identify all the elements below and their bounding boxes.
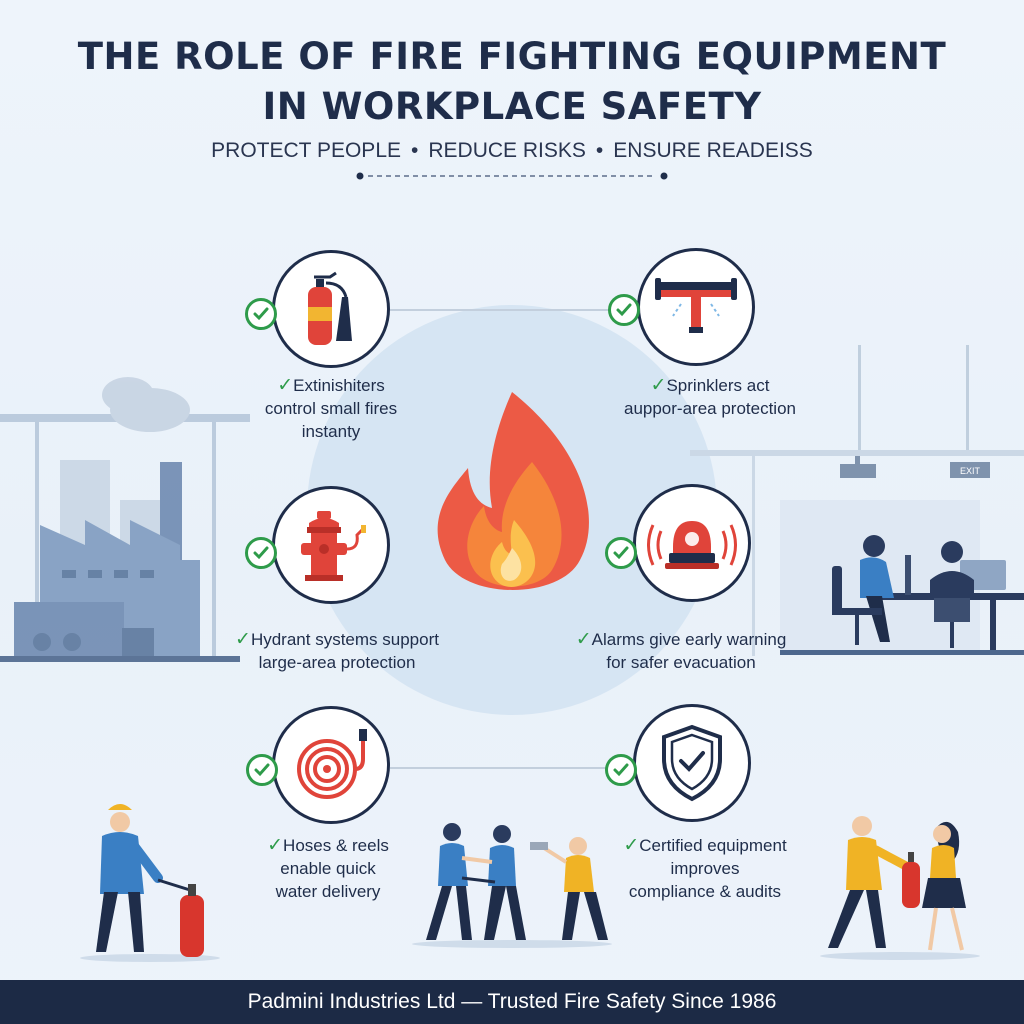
feature-line: water delivery xyxy=(275,882,381,901)
feature-alarm-circle xyxy=(633,484,751,602)
page-title: THE ROLE OF FIRE FIGHTING EQUIPMENT IN W… xyxy=(0,32,1024,132)
shield-check-icon xyxy=(662,724,722,802)
tick-icon: ✓ xyxy=(623,835,640,856)
feature-line: for safer evacuation xyxy=(606,653,756,672)
worker-with-extinguisher xyxy=(80,804,220,962)
feature-line: instanty xyxy=(301,422,361,441)
tagline-separator: • xyxy=(595,139,604,162)
tick-icon: ✓ xyxy=(650,375,667,396)
office-illustration: EXIT xyxy=(690,345,1024,656)
check-icon xyxy=(605,754,637,786)
tagline-protect: PROTECT PEOPLE xyxy=(211,139,402,162)
feature-line: large-area protection xyxy=(258,653,416,672)
feature-line: compliance & audits xyxy=(628,882,782,901)
feature-extinguisher-caption: ✓Extinishiters control small fires insta… xyxy=(236,374,426,443)
check-icon xyxy=(605,537,637,569)
tick-icon: ✓ xyxy=(267,835,284,856)
training-group-illustration xyxy=(412,823,612,948)
feature-line: auppor-area protection xyxy=(623,399,796,418)
fire-extinguisher-icon xyxy=(308,271,352,345)
tagline: PROTECT PEOPLE • REDUCE RISKS • ENSURE READE… xyxy=(0,139,1024,163)
tagline-reduce: REDUCE RISKS xyxy=(428,139,586,162)
dotted-divider xyxy=(356,172,668,180)
couple-with-extinguisher xyxy=(820,816,980,960)
feature-sprinkler-circle xyxy=(637,248,755,366)
check-icon xyxy=(245,298,277,330)
feature-hose-caption: ✓Hoses & reels enable quick water delive… xyxy=(238,834,418,903)
factory-illustration xyxy=(0,377,250,662)
tagline-separator: • xyxy=(411,139,419,162)
tick-icon: ✓ xyxy=(575,629,592,650)
title-line-1: THE ROLE OF FIRE FIGHTING EQUIPMENT xyxy=(77,35,947,78)
center-flame-icon xyxy=(437,392,589,590)
feature-certified-caption: ✓Certified equipment improves compliance… xyxy=(596,834,814,903)
feature-line: Hoses & reels xyxy=(283,836,389,855)
exit-sign-text: EXIT xyxy=(960,466,981,476)
sprinkler-icon xyxy=(655,278,737,333)
feature-line: Certified equipment xyxy=(639,836,787,855)
feature-hydrant-circle xyxy=(272,486,390,604)
tick-icon: ✓ xyxy=(235,629,251,650)
footer-text: Padmini Industries Ltd — Trusted Fire Sa… xyxy=(247,990,777,1013)
feature-alarm-caption: ✓Alarms give early warning for safer eva… xyxy=(548,628,814,674)
tagline-ensure: ENSURE READEISS xyxy=(613,139,813,162)
feature-line: improves xyxy=(670,859,740,878)
feature-line: Hydrant systems support xyxy=(250,630,439,649)
fire-hydrant-icon xyxy=(301,511,366,581)
feature-extinguisher-circle xyxy=(272,250,390,368)
feature-line: Alarms give early warning xyxy=(591,630,787,649)
check-icon xyxy=(245,537,277,569)
check-icon xyxy=(246,754,278,786)
feature-certified-circle xyxy=(633,704,751,822)
feature-hose-circle xyxy=(272,706,390,824)
footer-bar: Padmini Industries Ltd — Trusted Fire Sa… xyxy=(0,980,1024,1024)
alarm-icon xyxy=(647,521,737,569)
hose-reel-icon xyxy=(297,729,367,799)
feature-sprinkler-caption: ✓Sprinklers act auppor-area protection xyxy=(600,374,820,420)
feature-hydrant-caption: ✓Hydrant systems support large-area prot… xyxy=(212,628,462,674)
feature-line: Extinishiters xyxy=(293,376,385,395)
tick-icon: ✓ xyxy=(277,375,294,396)
title-line-2: IN WORKPLACE SAFETY xyxy=(262,85,762,128)
feature-line: control small fires xyxy=(264,399,398,418)
feature-line: enable quick xyxy=(280,859,376,878)
check-icon xyxy=(608,294,640,326)
feature-line: Sprinklers act xyxy=(666,376,770,395)
